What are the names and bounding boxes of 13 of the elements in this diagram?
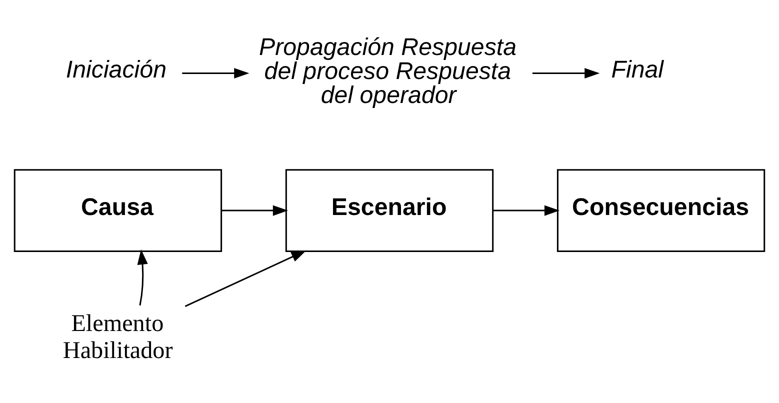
node-box: Consecuencias	[556, 169, 766, 252]
node-text: Propagación Respuesta del proceso Respuesta del operador	[259, 34, 517, 110]
node-box: Escenario	[285, 169, 494, 252]
node-box: Causa	[14, 169, 222, 252]
arrow	[184, 250, 306, 307]
arrow	[532, 68, 600, 79]
arrow	[182, 68, 250, 79]
arrow	[492, 205, 560, 216]
node-text: Elemento Habilitador	[62, 310, 173, 364]
arrow	[221, 205, 288, 216]
node-text: Iniciación	[66, 56, 166, 84]
node-text: Final	[611, 56, 664, 84]
arrow	[137, 249, 148, 306]
